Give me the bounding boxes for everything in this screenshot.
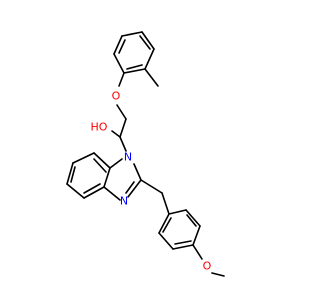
methoxy-bond-1 [192,244,203,260]
methyl-bond [144,68,159,87]
atom-label-hydroxyl: HO [91,121,108,134]
methoxy-bond-2 [211,272,225,277]
benzyl-bond-1 [140,179,163,194]
molecule-structure: O HO N N O [66,31,225,277]
propanol-chain [111,72,127,152]
atom-label-ether-o-top: O [112,90,121,103]
atom-label-n1: N [124,151,132,164]
methoxyphenyl-ring [158,209,201,250]
benzimidazole [66,152,142,201]
tolyl-ring [113,31,155,74]
atom-label-n3: N [120,195,128,208]
benzyl-bond-2 [161,192,170,215]
atom-label-ether-o-bottom: O [203,260,212,273]
